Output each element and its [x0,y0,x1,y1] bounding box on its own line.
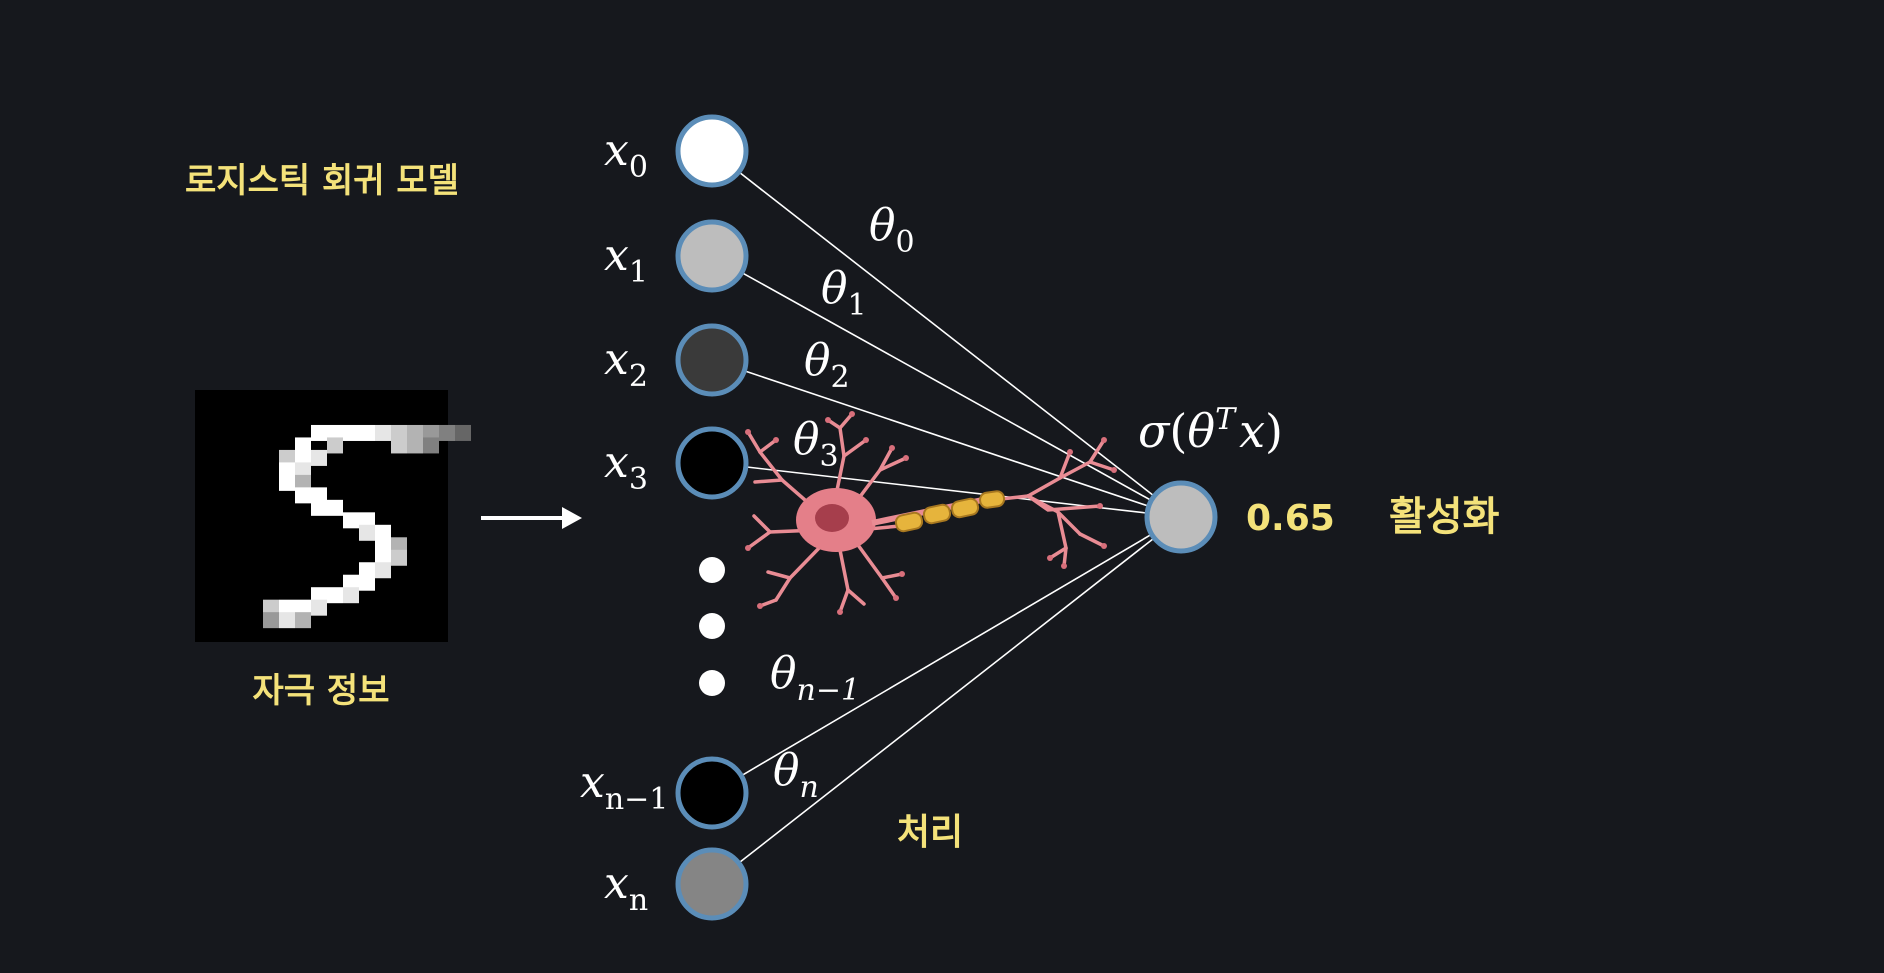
connection-line [740,533,1153,777]
input-labels: x0 x1 x2 x3 xn−1 xn [580,125,668,918]
connection-line [745,466,1148,514]
input-label: x0 [604,125,648,185]
stimulus-label: 자극 정보 [253,671,390,711]
input-node [675,756,749,830]
weight-label: θ1 [821,263,867,323]
connection-line [738,171,1155,497]
input-label: x1 [604,230,648,290]
input-node [675,847,749,921]
output-formula: σ(θTx) [1138,402,1283,458]
input-node [675,219,749,293]
input-label: x2 [604,334,648,394]
diagram-title: 로지스틱 회귀 모델 [185,161,459,201]
weight-label: θ0 [869,200,915,260]
connection-line [743,370,1150,507]
digit-five-image [195,390,471,642]
neuron-illustration [745,411,1117,615]
weight-label: θ2 [804,335,850,395]
output-value: 0.65 [1246,498,1335,539]
activation-label: 활성화 [1389,494,1500,540]
arrow-right-icon [481,507,582,529]
input-label: xn−1 [580,757,668,817]
input-node [675,114,749,188]
input-node [675,323,749,397]
ellipsis-dots [699,557,725,696]
weight-label: θ3 [793,414,839,474]
output-node [1144,480,1218,554]
weight-connections [738,171,1155,864]
connection-line [741,271,1152,502]
input-nodes [675,114,749,921]
input-label: xn [604,858,648,918]
weight-label: θn [773,745,819,805]
processing-label: 처리 [897,812,963,853]
input-label: x3 [604,437,648,497]
weight-label: θn−1 [770,648,860,708]
connection-line [738,537,1155,864]
input-node [675,426,749,500]
